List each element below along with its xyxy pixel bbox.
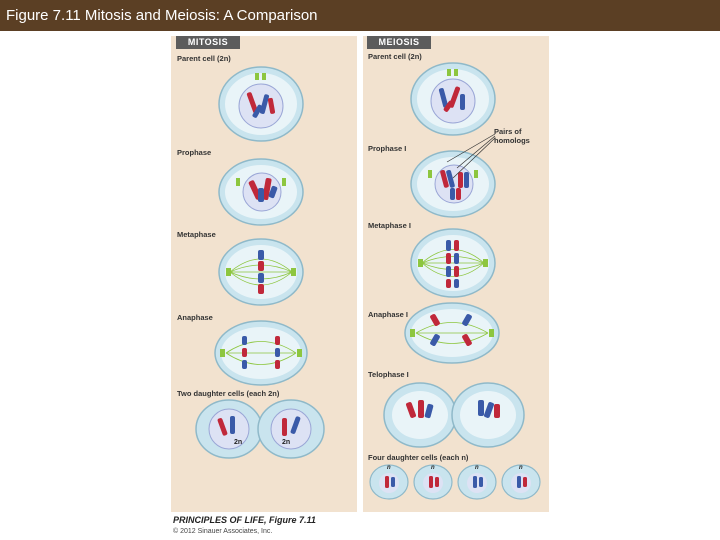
ploidy-label: n [475,465,479,471]
homolog-pairs-annotation: Pairs of homologs [494,127,544,145]
meiosis-four-daughter-cells: n n n n [368,462,544,502]
mitosis-prophase-cell [216,156,306,228]
meiosis-parent-cell [408,60,498,138]
meiosis-metaphase-i-cell [408,226,498,300]
meiosis-stage-label: Metaphase I [368,221,411,230]
ploidy-label: n [431,465,435,471]
mitosis-stage-label: Anaphase [177,313,213,322]
meiosis-telophase-i-cells [382,380,526,450]
ploidy-label: n [519,465,523,471]
mitosis-stage-label: Two daughter cells (each 2n) [177,389,279,398]
ploidy-label: n [387,465,391,471]
meiosis-heading: MEIOSIS [367,36,431,49]
ploidy-label: 2n [282,439,290,446]
mitosis-daughter-cells: 2n 2n [194,398,326,460]
meiosis-stage-label: Four daughter cells (each n) [368,453,468,462]
mitosis-parent-cell [216,64,306,144]
annotation-pointer-lines [445,132,497,182]
mitosis-heading: MITOSIS [176,36,240,49]
meiosis-stage-label: Prophase I [368,144,406,153]
title-bar: Figure 7.11 Mitosis and Meiosis: A Compa… [0,0,720,31]
copyright-notice: © 2012 Sinauer Associates, Inc. [173,528,272,535]
mitosis-metaphase-cell [216,236,306,308]
mitosis-stage-label: Parent cell (2n) [177,54,231,63]
figure-credit: PRINCIPLES OF LIFE, Figure 7.11 [173,515,316,525]
mitosis-stage-label: Metaphase [177,230,216,239]
ploidy-label: 2n [234,439,242,446]
mitosis-stage-label: Prophase [177,148,211,157]
meiosis-stage-label: Telophase I [368,370,409,379]
slide-title: Figure 7.11 Mitosis and Meiosis: A Compa… [6,7,318,24]
meiosis-anaphase-i-cell [402,300,502,366]
mitosis-anaphase-cell [212,318,310,388]
